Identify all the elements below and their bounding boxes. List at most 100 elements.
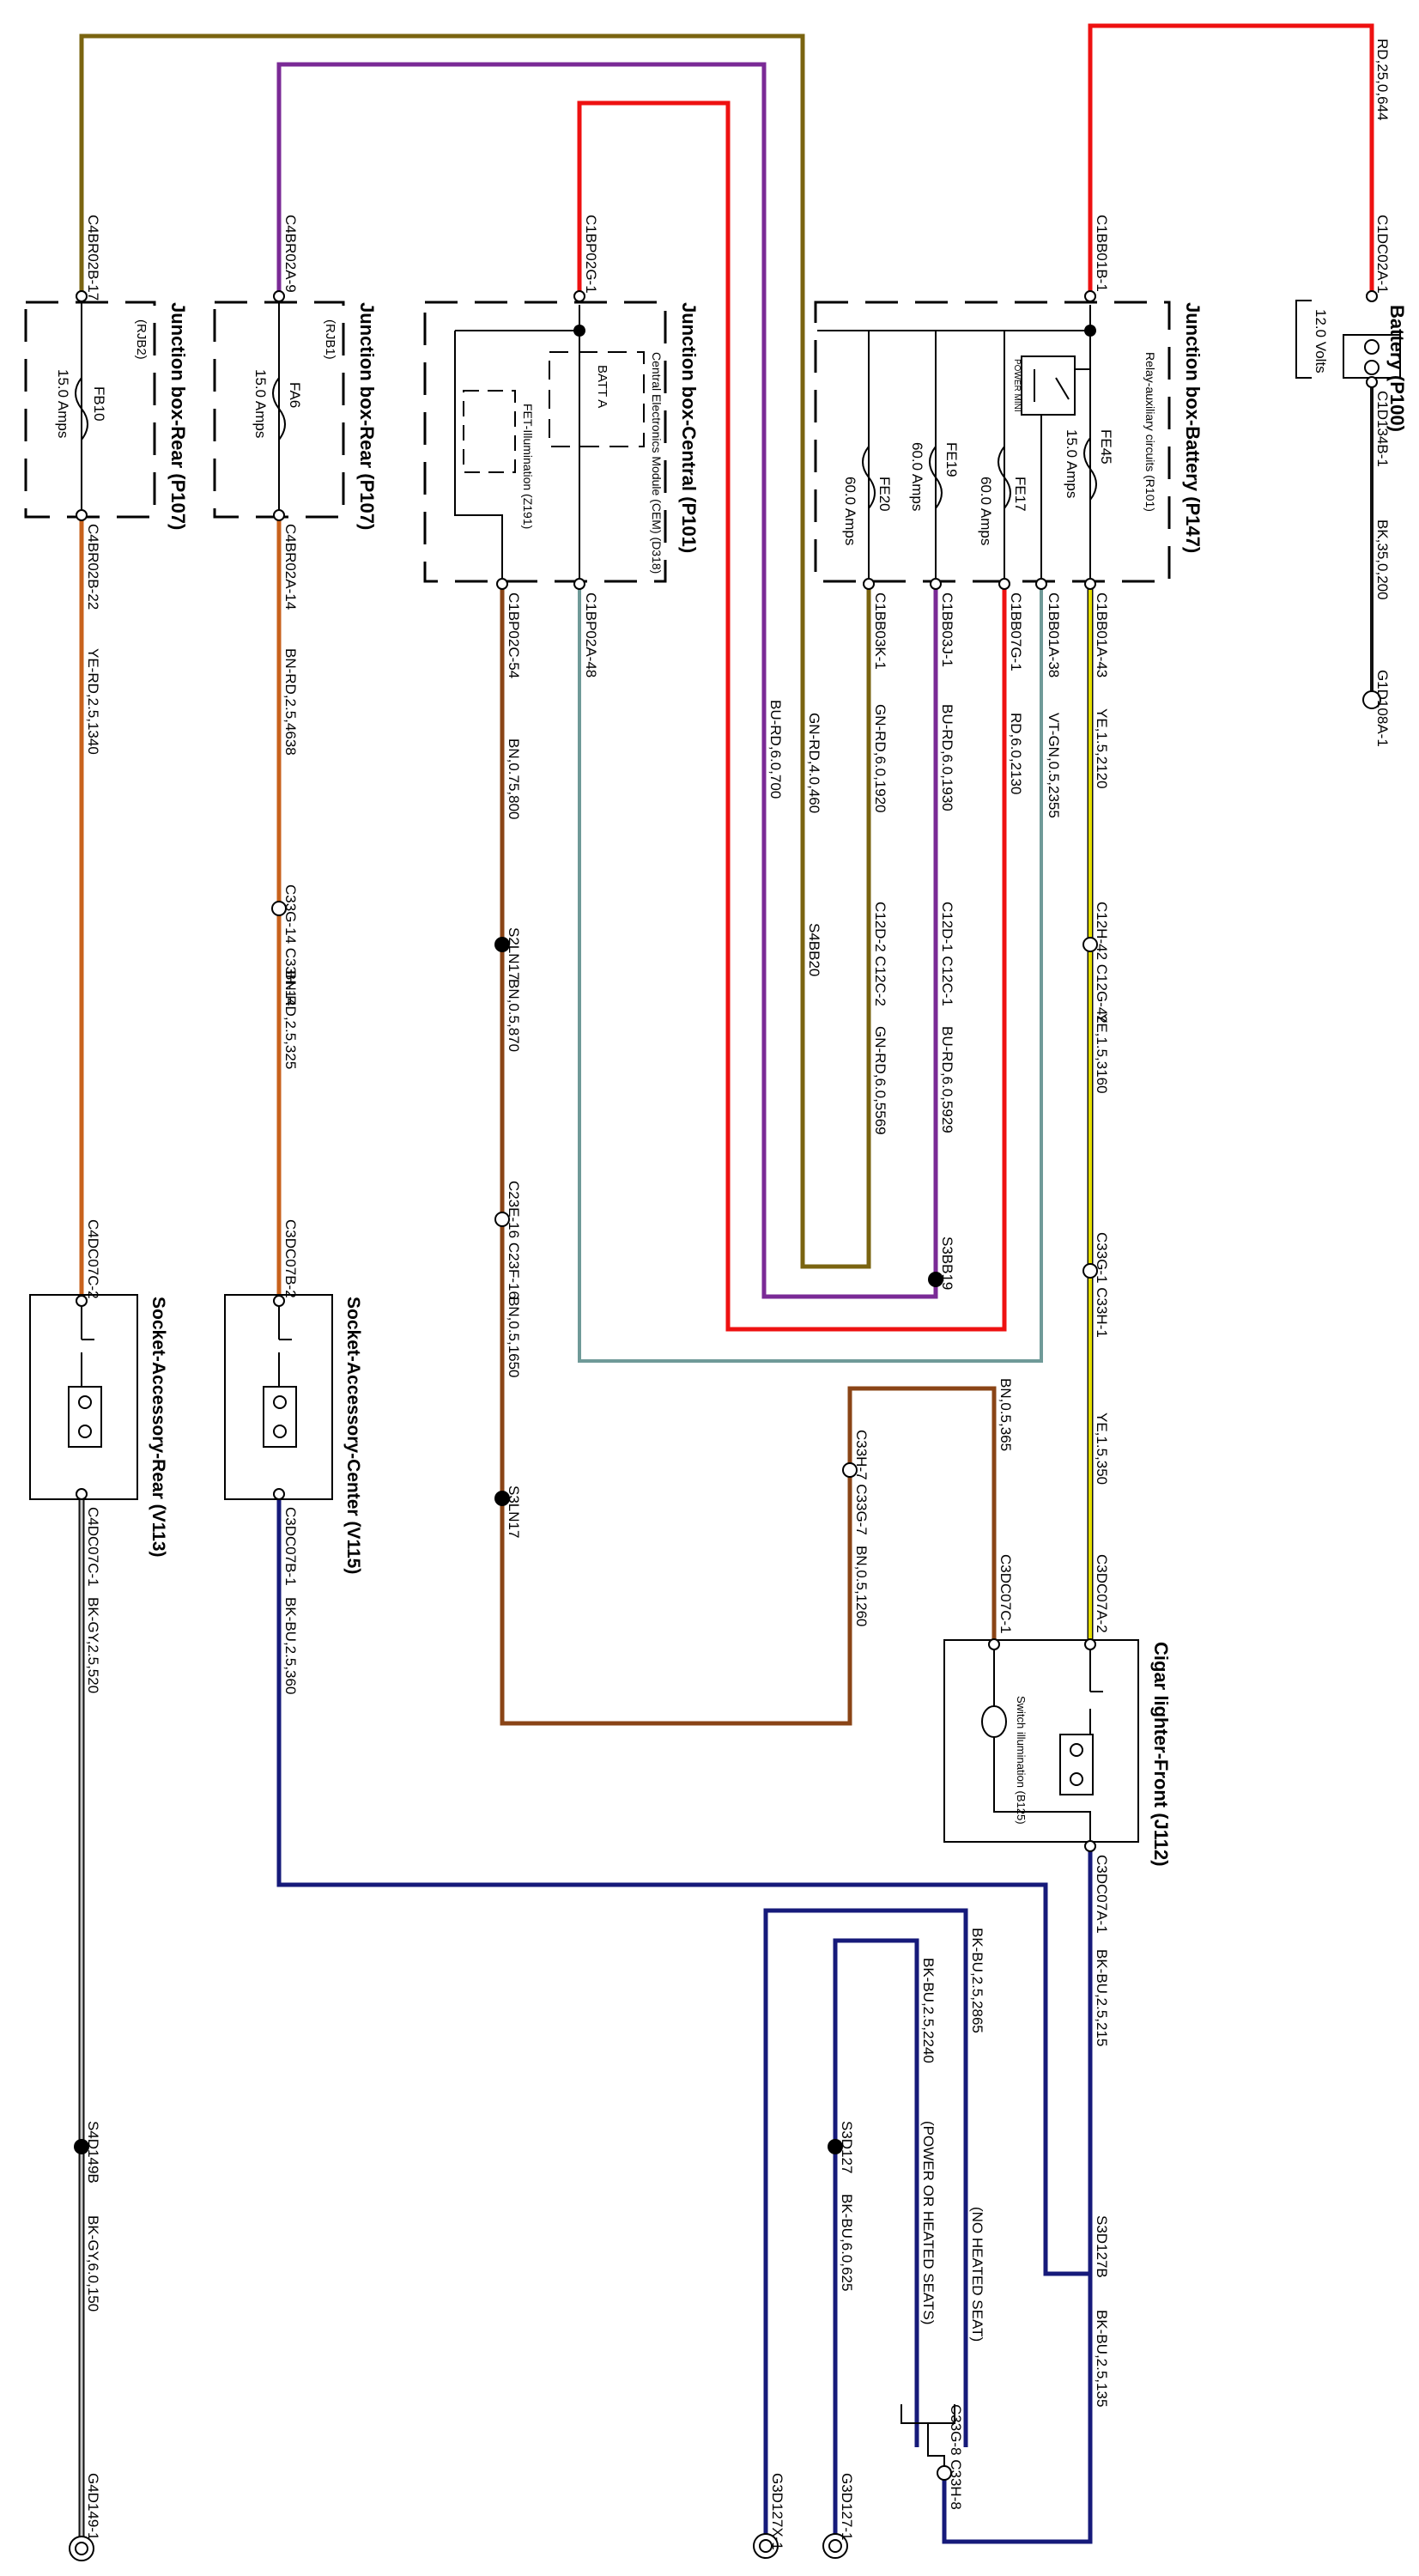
connector-label: G4D149-1: [85, 2473, 101, 2540]
note-no-heated-seat: (NO HEATED SEAT): [969, 2207, 985, 2342]
connector-label: S4D149B: [85, 2121, 101, 2184]
ground-icon: [1362, 690, 1381, 709]
connector-pin: [76, 290, 88, 302]
connector-label: C1BB03J-1: [939, 592, 955, 667]
ground-icon: [753, 2533, 779, 2559]
connector-inline-c23e16: [494, 1212, 510, 1227]
wire-greengray-illum: [578, 584, 1043, 1363]
connector-pin: [1366, 376, 1378, 388]
ground-icon: [69, 2536, 94, 2561]
battery-minus-icon: [1364, 360, 1380, 375]
relay-r101: [1021, 355, 1076, 416]
connector-pin: [1035, 578, 1047, 590]
connector-pin: [273, 509, 285, 521]
battery-title: Battery (P100): [1386, 305, 1408, 432]
switch-illum-label: Switch illumination (B125): [1015, 1696, 1028, 1825]
cigar-lighter-box: [943, 1639, 1139, 1843]
fuse-fe19-rating: 60.0 Amps: [909, 442, 925, 511]
connector-label: S4BB20: [806, 923, 822, 976]
socket-center-pin: [273, 1395, 287, 1409]
cigar-title: Cigar lighter-Front (J112): [1150, 1642, 1172, 1867]
cem-label: Central Electronics Module (CEM) (D318): [650, 352, 664, 574]
wire-label: BN-RD,2.5,325: [282, 970, 299, 1069]
wire-label: YE,1.5,2120: [1094, 708, 1110, 789]
wire-label: BK-BU,2.5,215: [1094, 1949, 1110, 2046]
wire-label: BK-BU,6.0,625: [839, 2194, 855, 2291]
wire-brown-illum: [500, 584, 997, 1726]
connector-label: C1BB07G-1: [1008, 592, 1024, 671]
connector-pin: [998, 578, 1010, 590]
connector-label: C12D-1 C12C-1: [939, 902, 955, 1006]
battery-plus-icon: [1364, 339, 1380, 355]
connector-label: C1BB01B-1: [1094, 215, 1110, 292]
connector-pin: [988, 1638, 1000, 1650]
wires: [78, 23, 1374, 2544]
wire-label: YE,1.5,350: [1094, 1413, 1110, 1485]
splice-s4d149b: [74, 2139, 89, 2154]
harness-bracket: [901, 2404, 955, 2434]
connector-label: C3DC07C-1: [998, 1554, 1014, 1634]
fuse-fa6-name: FA6: [287, 382, 303, 408]
wire-label: BK-BU,2.5,135: [1094, 2310, 1110, 2407]
wire-label: BN,0.5,870: [506, 979, 522, 1052]
harness-drop: [927, 2434, 945, 2467]
junction-box-battery: [814, 301, 1171, 583]
wire-purple-rear-feed: [276, 62, 938, 1299]
relay-switch: [1055, 377, 1070, 400]
fuse-fb10-rating: 15.0 Amps: [55, 369, 71, 438]
fuse-fe17-rating: 60.0 Amps: [978, 477, 994, 545]
connector-pin: [573, 578, 585, 590]
connector-label: S3LN17: [506, 1485, 522, 1538]
connector-inline-c12h42: [1082, 937, 1098, 952]
junction-boxes: [24, 296, 1171, 584]
illum-return: [993, 1737, 1091, 1846]
splice-s3d127: [828, 2139, 843, 2154]
connector-label: C33G-8 C33H-8: [948, 2404, 964, 2510]
wire-navy-no-heated: [763, 1908, 968, 2537]
jb-battery-title: Junction box-Battery (P147): [1182, 302, 1204, 553]
splice-s3bb19: [928, 1272, 943, 1287]
jb-rear1-title: Junction box-Rear (P107): [356, 302, 378, 530]
socket-center-switch: [278, 1305, 292, 1387]
connector-label: C33H-7 C33G-7: [853, 1430, 870, 1535]
connector-pin: [1084, 578, 1096, 590]
connector-label: C12H-42 C12G-42: [1094, 902, 1110, 1024]
connector-inline-c33g14: [271, 901, 287, 916]
labels: Battery (P100) 12.0 Volts Junction box-B…: [55, 39, 1408, 2550]
jb-rear2-title: Junction box-Rear (P107): [167, 302, 189, 530]
battery-bracket: [1295, 300, 1312, 379]
connector-label: C4BR02B-17: [85, 215, 101, 301]
fet-z191: [463, 390, 516, 473]
wire-label: YE,1.5,3160: [1094, 1013, 1110, 1094]
fet-label: FET-Illumination (Z191): [521, 404, 535, 529]
wire-navy-heated: [833, 1938, 919, 2537]
socket-rear-pin: [78, 1425, 92, 1438]
wire-label: BU-RD,6.0,1930: [939, 704, 955, 811]
connector-label: C3DC07A-2: [1094, 1554, 1110, 1633]
wire-red-central-feed: [577, 100, 1007, 1332]
connector-label: S3D127: [839, 2121, 855, 2173]
connector-label: G3D127X-1: [769, 2473, 785, 2550]
rjb1-label: (RJB1): [323, 319, 337, 360]
connector-inline-c33g1: [1082, 1263, 1098, 1279]
fuse-icon: [862, 446, 876, 509]
relay-label: Relay-auxiliary circuits (R101): [1143, 352, 1157, 512]
connector-pin: [1084, 290, 1096, 302]
wire-label: RD,6.0,2130: [1008, 713, 1024, 794]
connector-label: C23E-16 C23F-16: [506, 1181, 522, 1299]
connector-pin: [573, 290, 585, 302]
connector-label: C1BB03K-1: [872, 592, 888, 670]
socket-center-title: Socket-Accessory-Center (V115): [343, 1297, 363, 1574]
connector-label: C1BP02A-48: [583, 592, 599, 677]
connector-label: C4DC07C-2: [85, 1219, 101, 1299]
fuses: [75, 377, 1097, 509]
connector-label: C12D-2 C12C-2: [872, 902, 888, 1006]
connector-pin: [273, 1295, 285, 1307]
connector-label: S2LN17: [506, 927, 522, 980]
connector-pin: [76, 1295, 88, 1307]
connector-label: C1BP02G-1: [583, 215, 599, 294]
fet-out: [454, 331, 503, 584]
socket-rear-title: Socket-Accessory-Rear (V113): [149, 1297, 168, 1558]
connector-label: C33G-1 C33H-1: [1094, 1232, 1110, 1338]
socket-center-pin: [273, 1425, 287, 1438]
